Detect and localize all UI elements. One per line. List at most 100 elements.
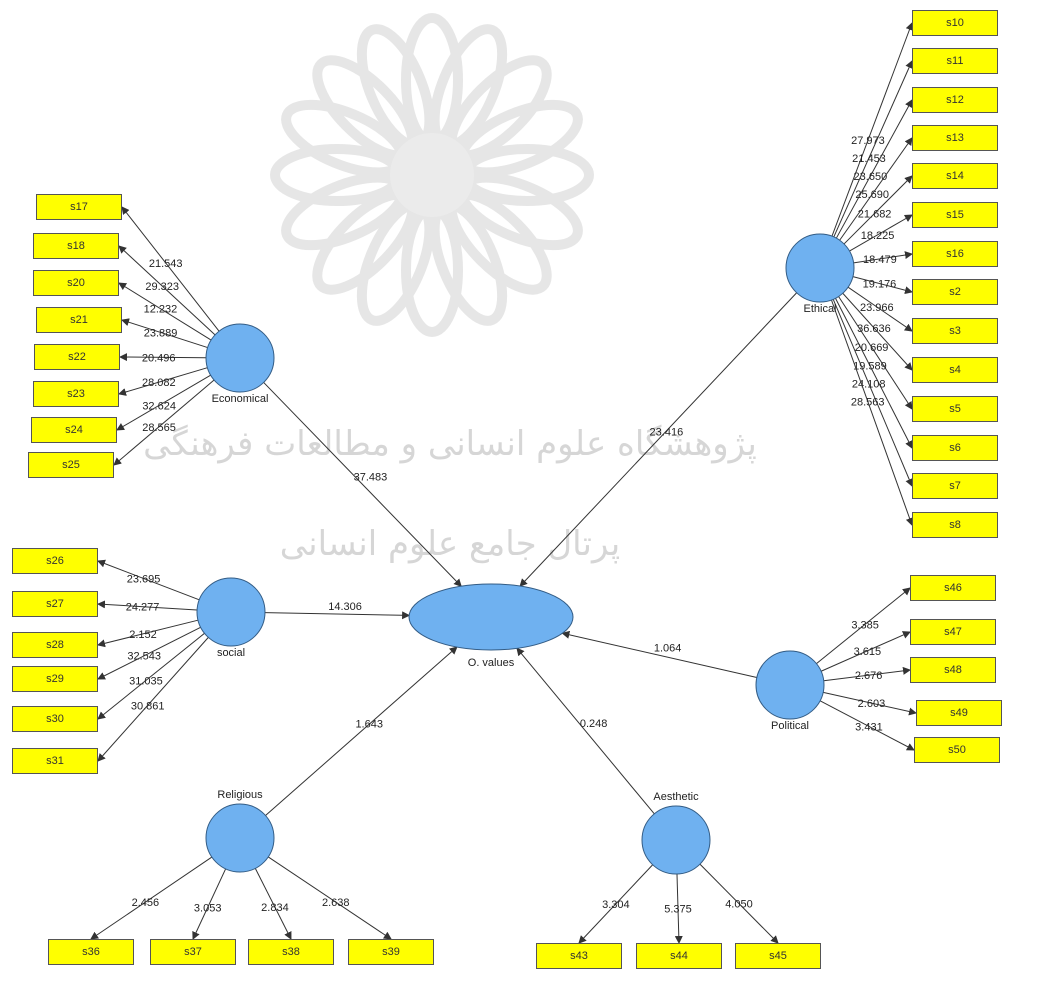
latent-node-political (755, 650, 825, 720)
loading-value-label: 28.563 (851, 396, 885, 408)
edges-layer: 21.54329.32312.23223.88920.49628.08232.6… (90, 22, 917, 944)
loading-arrow (97, 637, 209, 762)
indicator-box-s31: s31 (12, 748, 98, 774)
indicator-box-s39: s39 (348, 939, 434, 965)
indicator-box-s26: s26 (12, 548, 98, 574)
loading-arrow (118, 367, 208, 396)
loading-value-label: 28.565 (142, 422, 176, 434)
latent-node-social (196, 577, 266, 647)
loading-value-label: 19.589 (853, 361, 887, 373)
loading-arrow (852, 276, 913, 295)
loading-value-label: 32.543 (127, 651, 161, 663)
loading-value-label: 31.035 (129, 675, 163, 687)
nodes-layer: EconomicalEthicalsocialPoliticalReligiou… (196, 233, 855, 875)
indicator-box-s23: s23 (33, 381, 119, 407)
watermark-line-2: پرتال جامع علوم انسانی (280, 524, 620, 564)
loading-arrow (699, 863, 779, 944)
loading-arrow (820, 631, 911, 672)
path-coefficient-label: 37.483 (354, 471, 388, 483)
loading-arrow (823, 691, 917, 716)
loading-arrow (97, 559, 200, 601)
loading-value-label: 21.682 (858, 208, 892, 220)
indicator-box-s10: s10 (912, 10, 998, 36)
loading-arrow (118, 245, 216, 336)
latent-label-social: social (217, 647, 245, 659)
loading-value-label: 18.225 (861, 230, 895, 242)
indicator-box-s15: s15 (912, 202, 998, 228)
path-coefficient-label: 1.064 (654, 642, 682, 654)
loading-value-label: 32.624 (142, 400, 176, 412)
loading-arrow (838, 296, 913, 410)
indicator-box-s36: s36 (48, 939, 134, 965)
loading-value-label: 2.834 (261, 902, 289, 914)
indicator-box-s30: s30 (12, 706, 98, 732)
indicator-box-s21: s21 (36, 307, 122, 333)
indicator-box-s8: s8 (912, 512, 998, 538)
indicator-box-s14: s14 (912, 163, 998, 189)
loading-value-label: 5.375 (664, 903, 692, 915)
loading-arrow (847, 286, 913, 332)
loading-value-label: 28.082 (142, 377, 176, 389)
loading-arrow (97, 619, 199, 648)
indicator-box-s5: s5 (912, 396, 998, 422)
latent-label-ethical: Ethical (803, 303, 836, 315)
loading-arrow (97, 626, 201, 680)
loading-value-label: 3.615 (854, 646, 882, 658)
indicator-box-s29: s29 (12, 666, 98, 692)
loading-value-label: 2.603 (858, 698, 886, 710)
loading-arrow (254, 868, 292, 940)
path-coefficient-label: 0.248 (580, 718, 608, 730)
emblem-core (390, 133, 474, 217)
indicator-box-s20: s20 (33, 270, 119, 296)
path-coefficient-label: 23.416 (650, 426, 684, 438)
indicator-box-s48: s48 (910, 657, 996, 683)
loading-value-label: 24.277 (126, 602, 160, 614)
loading-arrow (835, 298, 913, 449)
indicator-box-s38: s38 (248, 939, 334, 965)
loading-arrow (835, 99, 913, 239)
loading-value-label: 2.638 (322, 897, 350, 909)
loading-arrow (578, 864, 654, 944)
loading-value-label: 2.676 (855, 670, 883, 682)
loading-arrow (121, 318, 208, 349)
path-coefficient-label: 1.643 (355, 718, 383, 730)
indicator-box-s24: s24 (31, 417, 117, 443)
indicator-box-s43: s43 (536, 943, 622, 969)
indicator-box-s27: s27 (12, 591, 98, 617)
loading-value-label: 23.966 (860, 302, 894, 314)
loading-value-label: 18.479 (863, 254, 897, 266)
latent-label-economical: Economical (212, 393, 269, 405)
indicator-box-s12: s12 (912, 87, 998, 113)
loading-arrow (119, 353, 207, 362)
latent-node-aesthetic (641, 805, 711, 875)
loading-arrow (816, 587, 911, 665)
loading-arrow (121, 206, 220, 332)
loading-value-label: 24.108 (852, 378, 886, 390)
indicator-box-s13: s13 (912, 125, 998, 151)
loading-arrow (831, 22, 914, 237)
loading-arrow (839, 137, 913, 241)
loading-arrow (819, 700, 915, 751)
loading-value-label: 3.431 (855, 721, 883, 733)
indicator-box-s2: s2 (912, 279, 998, 305)
indicator-box-s11: s11 (912, 48, 998, 74)
central-node (408, 583, 574, 651)
loading-arrow (267, 856, 392, 940)
loading-value-label: 20.496 (142, 352, 176, 364)
loading-arrow (849, 214, 913, 252)
loading-value-label: 29.323 (145, 281, 179, 293)
path-arrow-aesthetic (516, 647, 655, 815)
latent-label-political: Political (771, 720, 809, 732)
indicator-box-s50: s50 (914, 737, 1000, 763)
path-coefficient-label: 14.306 (328, 601, 362, 613)
indicator-box-s28: s28 (12, 632, 98, 658)
indicator-box-s22: s22 (34, 344, 120, 370)
loading-value-label: 23.695 (127, 573, 161, 585)
indicator-box-s4: s4 (912, 357, 998, 383)
loading-arrow (674, 873, 683, 944)
indicator-box-s3: s3 (912, 318, 998, 344)
loading-arrow (832, 299, 913, 487)
loading-arrow (90, 856, 213, 940)
